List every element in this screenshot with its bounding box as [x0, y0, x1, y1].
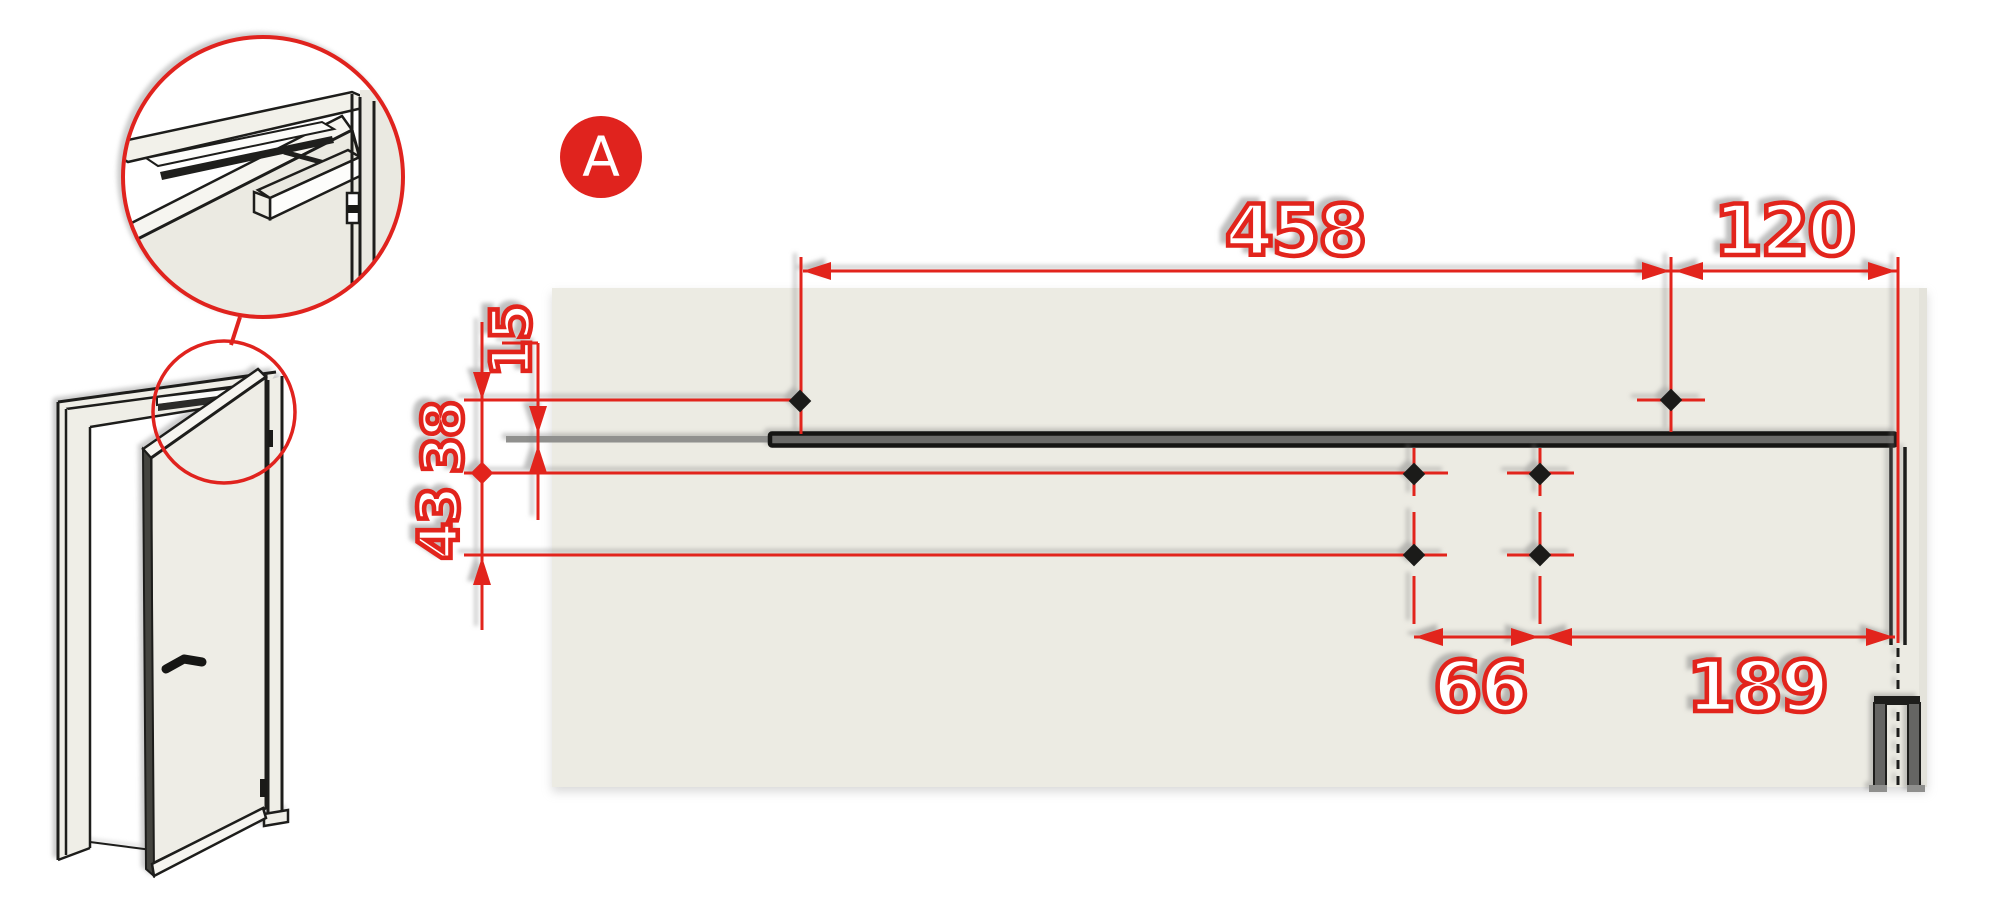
strike-plate [266, 430, 273, 447]
floor-line [89, 841, 153, 851]
diamond-marker-red [470, 461, 494, 485]
dim-label-189: 189 [1687, 646, 1827, 728]
a-badge-circle [560, 116, 642, 198]
dim-label-15: 15 [479, 305, 543, 378]
frame-right-jamb-face [268, 376, 283, 822]
magnifier-content [123, 88, 403, 317]
leaf-hinge-edge [141, 446, 156, 879]
leaf-face [149, 374, 268, 867]
dim-label-43: 43 [407, 488, 471, 561]
leaf-foot-left [1869, 785, 1887, 792]
frame-left-foot [57, 846, 91, 862]
dim-label-38: 38 [411, 402, 475, 475]
zoom-rail-channel [160, 136, 334, 180]
dimension-arrowheads [470, 262, 1896, 646]
frame-jamb-lines [1889, 447, 1907, 645]
leaf-section-left-wall [1873, 702, 1887, 788]
rail-continuation [506, 436, 770, 443]
dim-label-66: 66 [1433, 646, 1526, 728]
wall-right-edge [1919, 288, 1927, 787]
leaf-section-right-wall [1907, 702, 1921, 788]
zoom-rail-top [143, 120, 337, 168]
zoom-closer-body-cap [252, 190, 272, 221]
dimension-layer: 458 120 66 189 15 38 43 [405, 188, 1900, 730]
leaf-bottom-edge [150, 806, 268, 878]
marker-a-badge: A [560, 116, 642, 198]
leaf-latch [260, 779, 267, 797]
frame-right-lines [266, 376, 284, 822]
zoom-wall-face [374, 88, 403, 308]
drill-point-markers [788, 388, 1683, 567]
hardware-top-view [506, 431, 1925, 792]
dim-label-458: 458 [1225, 190, 1365, 272]
slide-rail-bar [767, 431, 1899, 448]
dim-label-120: 120 [1714, 190, 1854, 272]
zoom-jamb-face [360, 90, 374, 300]
frame-header-outer-line [57, 370, 277, 404]
zoom-strike-latch [347, 205, 359, 213]
leaf-section-cap [1874, 696, 1920, 705]
door-handle [161, 654, 207, 674]
detail-callouts [121, 35, 405, 485]
detail-callout-circle-large [121, 35, 405, 319]
leaf-foot-right [1907, 785, 1925, 792]
frame-left-jamb-face [58, 402, 90, 860]
frame-right-foot [262, 808, 290, 828]
magnifier-ring [121, 35, 405, 319]
wall-top-view [552, 288, 1927, 787]
wall-surface [552, 288, 1927, 787]
detail-callout-circle-small [151, 339, 297, 485]
door-illustration [56, 367, 290, 879]
a-badge-letter: A [582, 125, 620, 189]
